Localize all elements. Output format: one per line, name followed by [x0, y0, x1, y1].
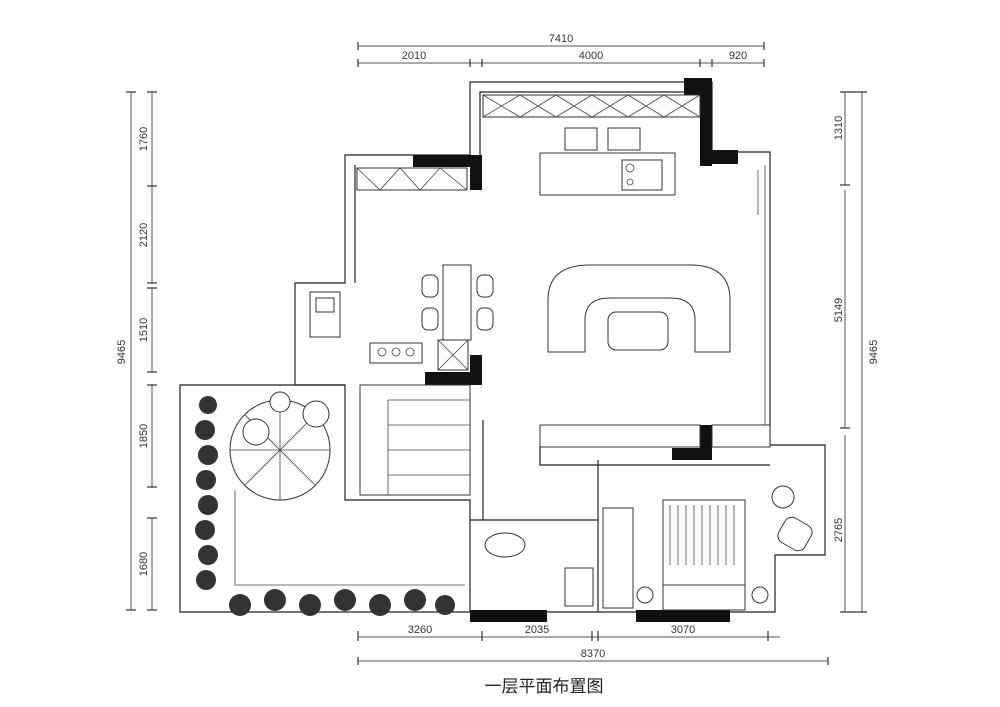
- plants: [195, 396, 455, 616]
- right-dimensions: 1310 5149 2765 9465: [833, 91, 880, 613]
- dim-right-1: 1310: [833, 116, 845, 140]
- dim-top-2: 4000: [579, 50, 603, 62]
- dim-left-3: 1510: [138, 318, 150, 342]
- dim-top-3: 920: [729, 50, 747, 62]
- dim-right-total: 9465: [868, 340, 880, 364]
- dim-left-4: 1850: [138, 424, 150, 448]
- dim-bottom-3: 3070: [671, 624, 695, 636]
- walls: [294, 78, 826, 622]
- bathtub: [484, 532, 526, 558]
- sofa: [547, 264, 731, 353]
- furniture: [309, 94, 813, 611]
- dim-right-3: 2765: [833, 518, 845, 542]
- dim-bottom-2: 2035: [525, 624, 549, 636]
- dim-bottom-total: 8370: [581, 648, 605, 660]
- dim-left-2: 2120: [138, 223, 150, 247]
- dim-top-1: 2010: [402, 50, 426, 62]
- dim-left-5: 1680: [138, 552, 150, 576]
- outdoor-umbrella: [229, 391, 331, 501]
- bottom-dimensions: 3260 2035 3070 8370: [357, 624, 829, 665]
- wardrobe: [602, 507, 634, 609]
- dining-table: [442, 264, 472, 341]
- plan-title: 一层平面布置图: [485, 677, 604, 697]
- dim-top-total: 7410: [549, 33, 573, 45]
- dim-left-1: 1760: [138, 127, 150, 151]
- top-dimensions: 7410 2010 4000 920: [357, 33, 765, 67]
- left-dimensions: 9465 1760 2120 1510 1850 1680: [116, 91, 157, 611]
- dim-left-total: 9465: [116, 340, 128, 364]
- dim-bottom-1: 3260: [408, 624, 432, 636]
- stairs: [387, 399, 470, 495]
- dim-right-2: 5149: [833, 298, 845, 322]
- bed: [662, 499, 746, 586]
- coffee-table: [607, 311, 669, 351]
- terrace: [179, 384, 470, 613]
